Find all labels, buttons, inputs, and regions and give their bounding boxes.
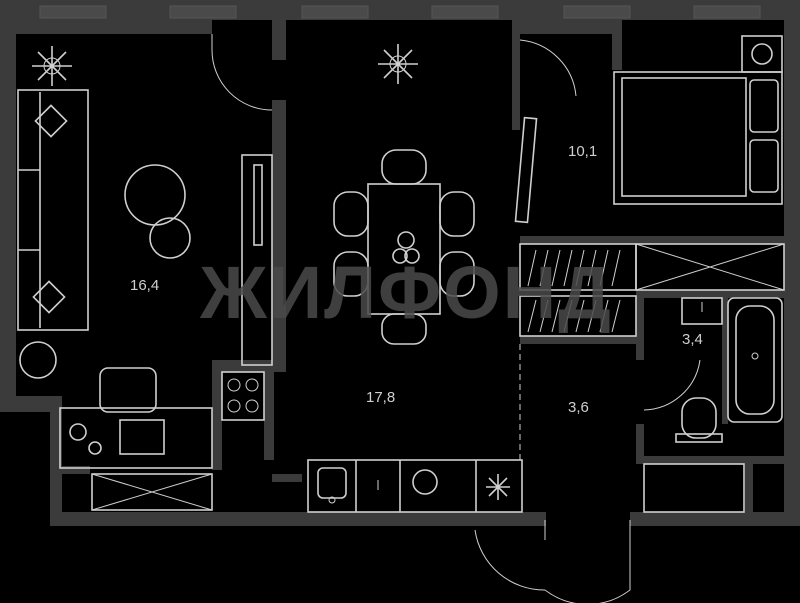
chair (439, 191, 475, 237)
room-area-label: 3,6 (568, 399, 589, 416)
sink-icon (317, 467, 347, 499)
storage (635, 243, 785, 291)
desk (59, 407, 213, 469)
windows (39, 5, 761, 19)
sofa (17, 89, 89, 331)
room-area-label: 10,1 (568, 143, 597, 160)
washbasin (681, 297, 723, 325)
mirror (514, 116, 538, 224)
cooktop (221, 371, 265, 421)
bathroom: 3,4 3,6 (568, 297, 783, 513)
kitchen-dining: 17,8 (221, 44, 523, 513)
chair (381, 149, 427, 185)
plant-icon (378, 44, 418, 84)
living-room: 16,4 (17, 46, 213, 511)
desk-chair (99, 367, 157, 413)
tv-console (241, 154, 273, 366)
kitchen-counter (307, 459, 523, 513)
chair (439, 251, 475, 297)
boiler (741, 35, 783, 73)
toilet (681, 397, 717, 439)
bedroom: 10,1 (514, 35, 785, 337)
coffee-table (124, 164, 186, 226)
room-area-label: 17,8 (366, 389, 395, 406)
chair (333, 251, 369, 297)
doors (211, 34, 701, 603)
washer-icon (412, 469, 438, 495)
plant-icon (32, 46, 72, 86)
bathtub (727, 297, 783, 423)
bed (613, 71, 783, 205)
watermark: ЖИЛФОНД (199, 251, 613, 334)
room-area-label: 16,4 (130, 277, 159, 294)
chair (381, 313, 427, 345)
wardrobe (519, 295, 637, 337)
storage (643, 463, 745, 513)
fridge-icon (486, 474, 510, 500)
room-area-label: 3,4 (682, 331, 703, 348)
wardrobe (91, 473, 213, 511)
side-table (19, 341, 57, 379)
chair (333, 191, 369, 237)
